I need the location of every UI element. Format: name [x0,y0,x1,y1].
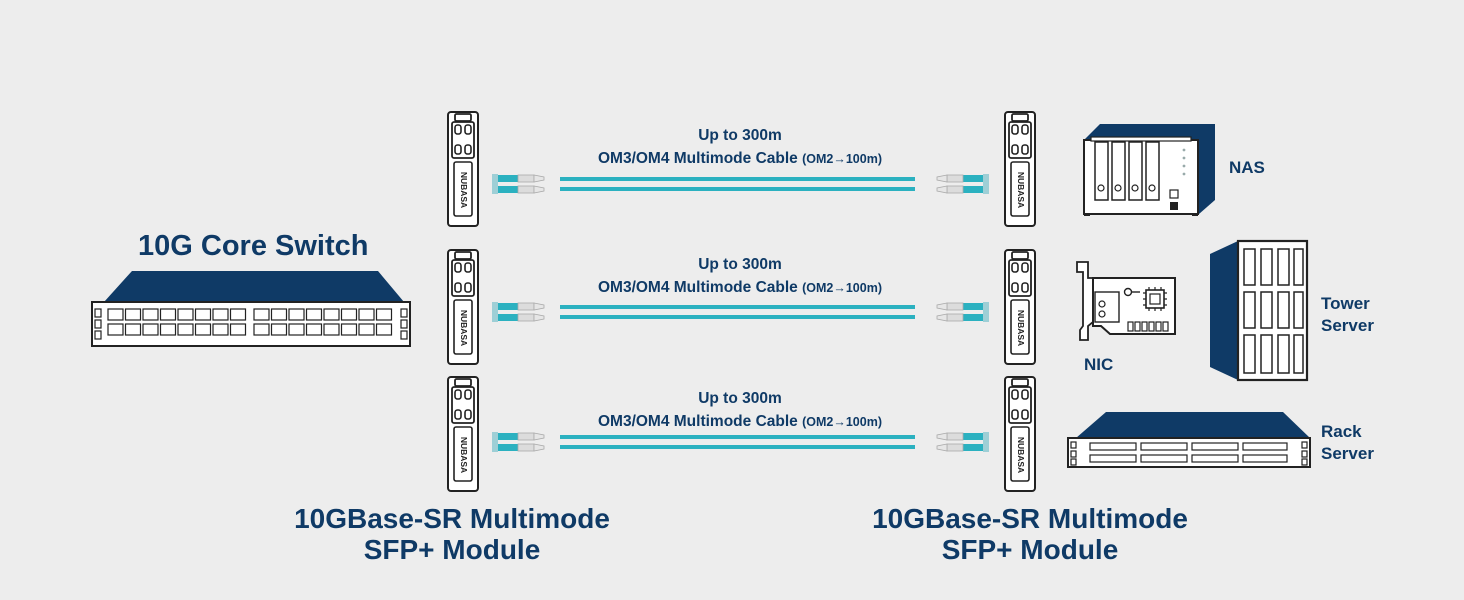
lc-connector-left-icon [491,301,545,323]
nas-label: NAS [1229,158,1265,177]
core-switch-title: 10G Core Switch [138,230,369,262]
nic-label: NIC [1084,355,1114,374]
module-brand-label: NUBASA [459,310,469,346]
nas-icon [1083,124,1215,216]
module-brand-label: NUBASA [459,437,469,473]
module-brand-label: NUBASA [459,172,469,208]
link-cable-type: OM3/OM4 Multimode Cable [597,413,798,430]
right-module-caption: 10GBase-SR Multimode SFP+ Module [810,503,1250,565]
module-brand-label: NUBASA [1016,437,1026,473]
rack-server-label: Rack Server [1321,421,1374,465]
link-note: (OM2→100m) [802,152,882,166]
right-sfp-module-icon [1004,376,1036,492]
left-sfp-module-icon [447,111,479,227]
left-caption-line1: 10GBase-SR Multimode [294,503,610,534]
link-cable-type: OM3/OM4 Multimode Cable [597,150,798,167]
right-sfp-module-icon [1004,249,1036,365]
link-caption-3: Up to 300m OM3/OM4 Multimode Cable (OM2→… [540,387,940,434]
link-note: (OM2→100m) [802,415,882,429]
rack-label-line1: Rack [1321,422,1362,441]
rack-server-icon [1067,412,1311,468]
lc-connector-right-icon [936,301,990,323]
module-brand-label: NUBASA [1016,172,1026,208]
right-sfp-module-icon [1004,111,1036,227]
left-sfp-module-icon [447,249,479,365]
core-switch-icon [91,271,411,347]
nic-icon [1076,261,1176,341]
link-distance: Up to 300m [698,127,782,144]
link-caption-2: Up to 300m OM3/OM4 Multimode Cable (OM2→… [540,253,940,300]
tower-server-icon [1210,239,1309,382]
tower-label-line2: Server [1321,316,1374,335]
link-row: NUBASA NUBASA [447,249,1036,365]
left-module-caption: 10GBase-SR Multimode SFP+ Module [232,503,672,565]
lc-connector-left-icon [491,173,545,195]
lc-connector-left-icon [491,431,545,453]
link-row: NUBASA NUBASA [447,111,1036,227]
module-brand-label: NUBASA [1016,310,1026,346]
link-row: NUBASA NUBASA [447,376,1036,492]
left-sfp-module-icon [447,376,479,492]
lc-connector-right-icon [936,173,990,195]
left-caption-line2: SFP+ Module [363,534,541,565]
tower-label-line1: Tower [1321,294,1370,313]
tower-server-label: Tower Server [1321,293,1374,337]
link-distance: Up to 300m [698,256,782,273]
rack-label-line2: Server [1321,444,1374,463]
link-cable-type: OM3/OM4 Multimode Cable [597,279,798,296]
right-caption-line2: SFP+ Module [941,534,1119,565]
right-caption-line1: 10GBase-SR Multimode [872,503,1188,534]
lc-connector-right-icon [936,431,990,453]
link-note: (OM2→100m) [802,281,882,295]
link-caption-1: Up to 300m OM3/OM4 Multimode Cable (OM2→… [540,124,940,171]
link-distance: Up to 300m [698,390,782,407]
